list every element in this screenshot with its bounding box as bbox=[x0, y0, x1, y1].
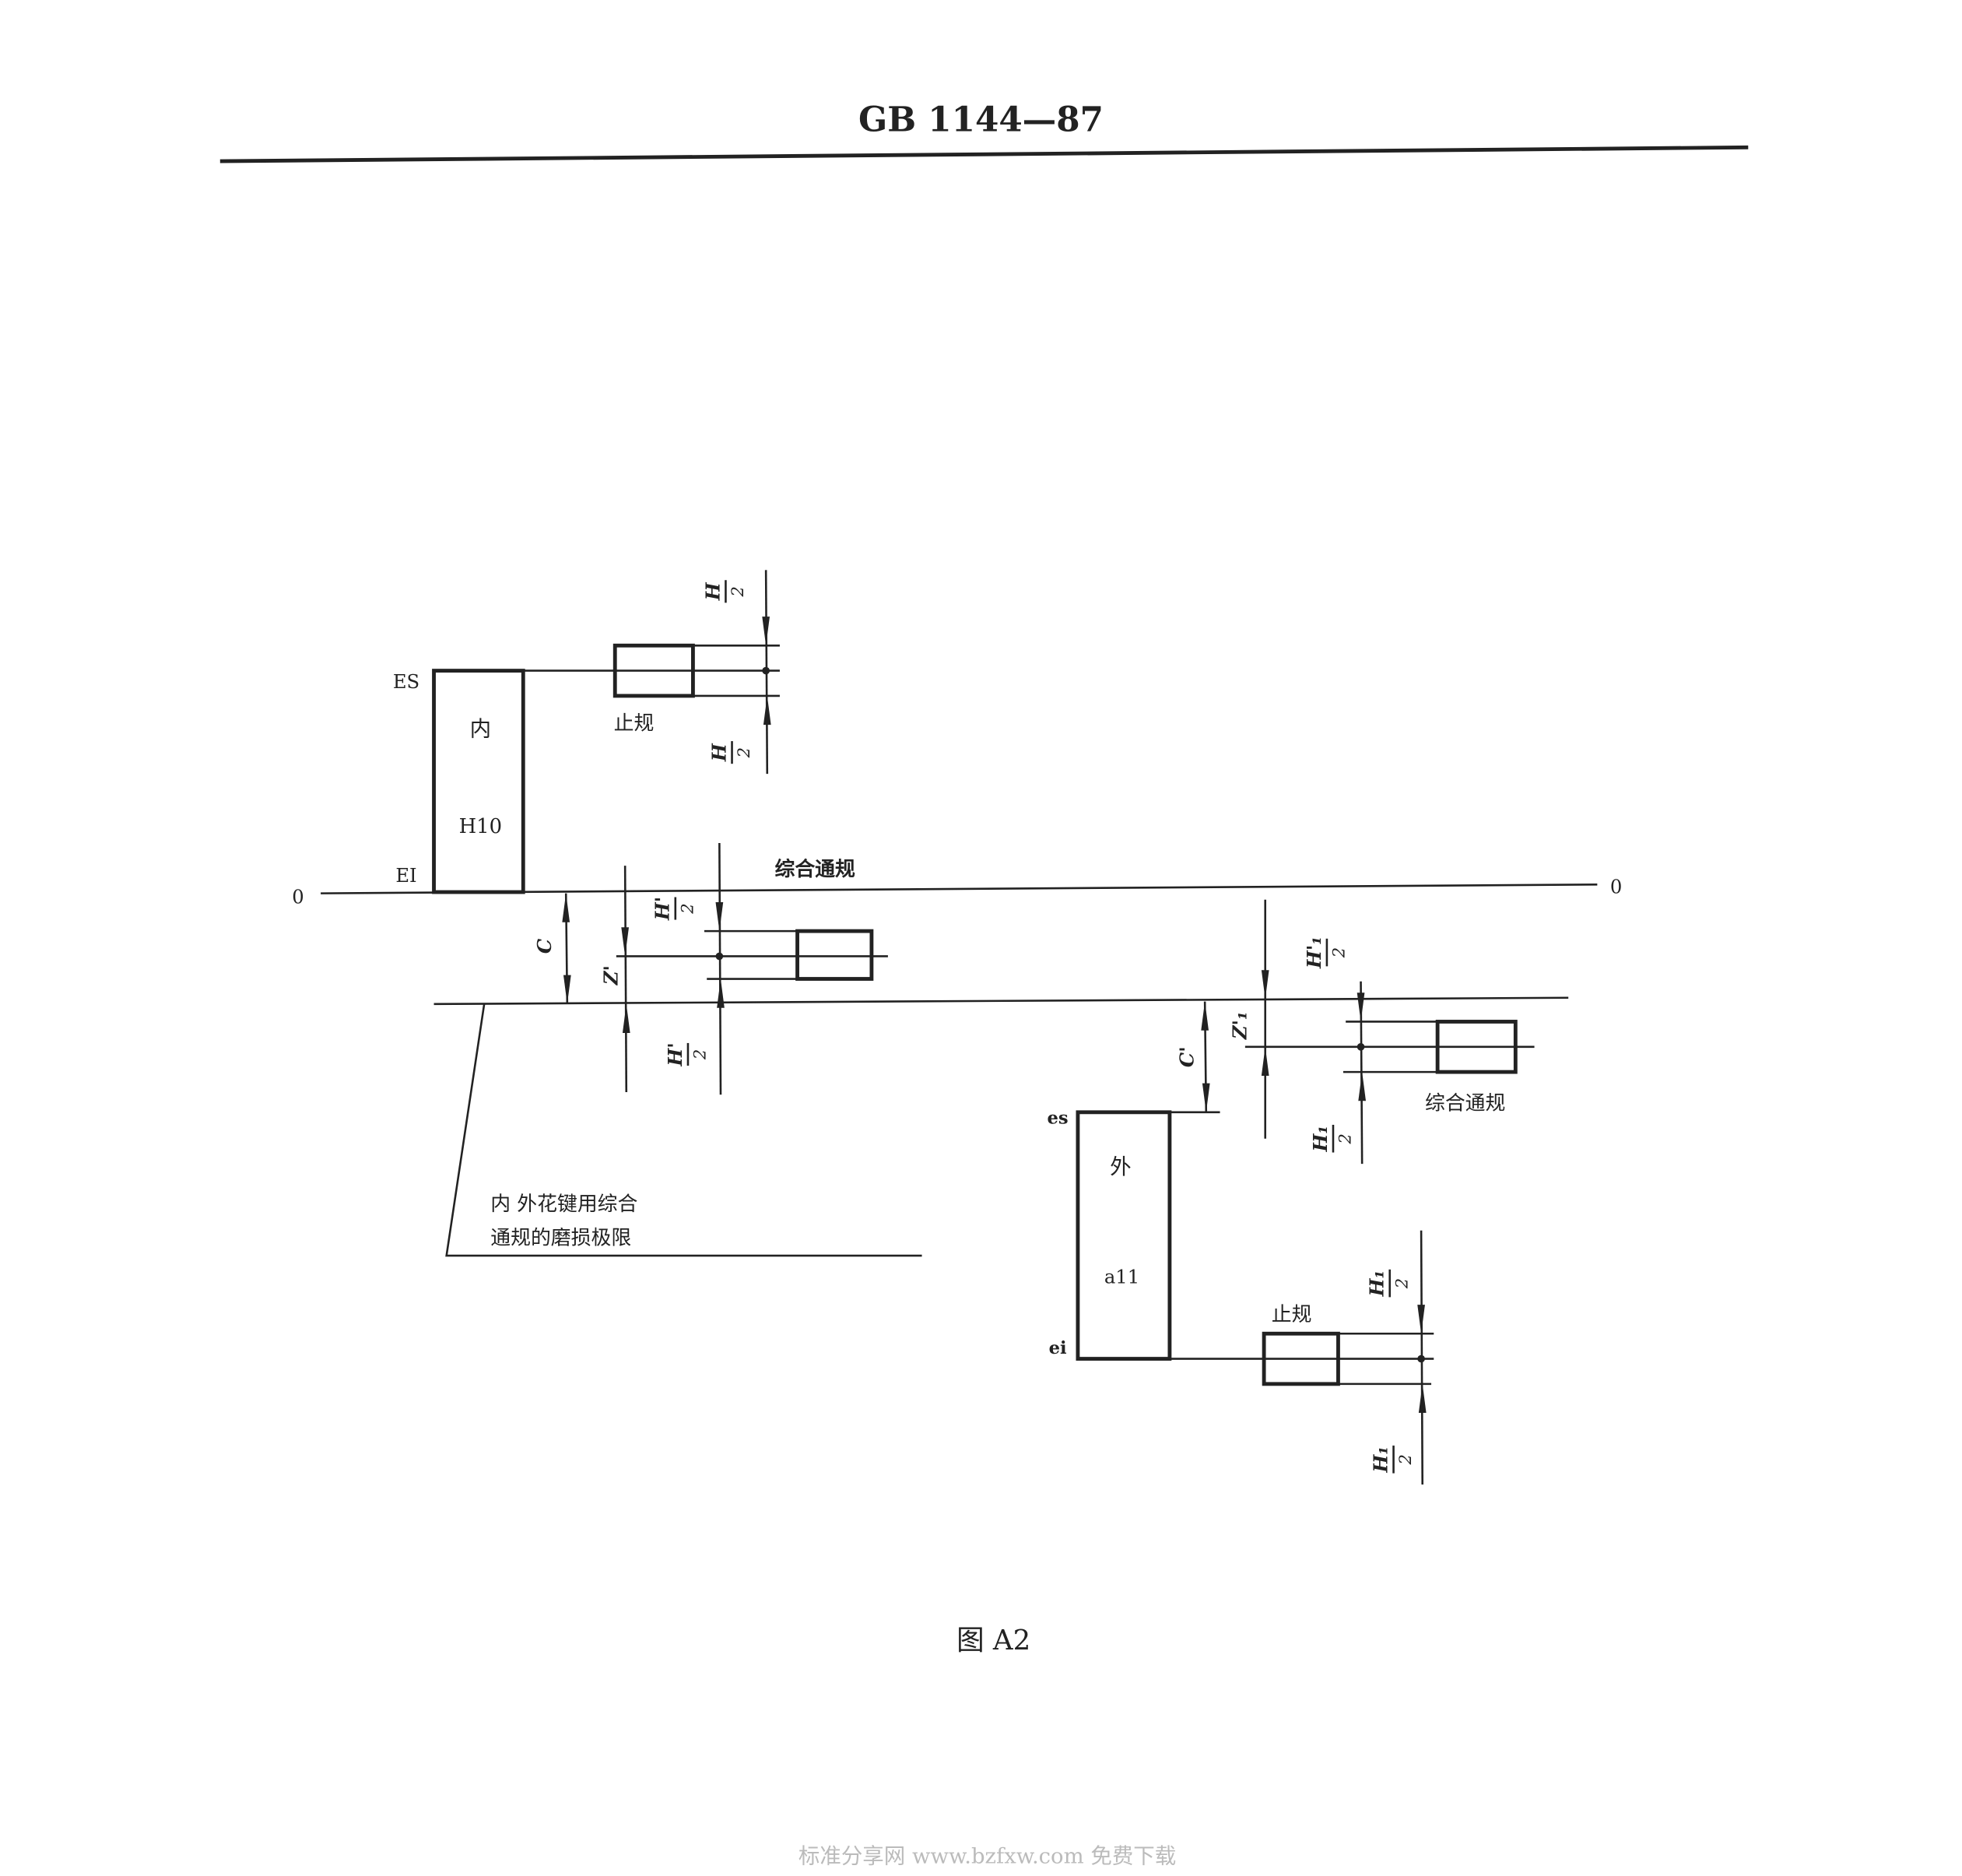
arrow-down bbox=[621, 927, 630, 957]
wear-limit-text-1: 内 外花键用综合 bbox=[490, 1193, 637, 1216]
hp-half-label-top: H' 2 bbox=[651, 897, 697, 921]
outer-nogo-label: 止规 bbox=[1272, 1303, 1312, 1326]
center-dot bbox=[1417, 1354, 1425, 1363]
h1-half-label-top: H₁ 2 bbox=[1366, 1269, 1411, 1298]
figure-caption: 图 A2 bbox=[956, 1625, 1030, 1656]
inner-tolerance: H10 bbox=[459, 815, 502, 838]
z-dim-line bbox=[623, 866, 628, 1092]
wear-limit-leader bbox=[445, 1003, 922, 1257]
outer-name: 外 bbox=[1110, 1155, 1131, 1179]
center-dot bbox=[1357, 1042, 1365, 1051]
zero-label-right: 0 bbox=[1610, 876, 1622, 898]
arrow-down bbox=[1261, 970, 1269, 999]
arrow-down bbox=[762, 617, 770, 646]
inner-nogo-gauge bbox=[612, 643, 695, 698]
inner-tolerance-box bbox=[432, 669, 525, 894]
svg-text:2: 2 bbox=[728, 586, 747, 597]
svg-text:H'₁: H'₁ bbox=[1303, 936, 1325, 969]
arrow-up bbox=[1261, 1046, 1269, 1076]
svg-text:2: 2 bbox=[691, 1049, 710, 1060]
outer-tolerance-box bbox=[1076, 1110, 1172, 1361]
wear-limit-text-2: 通规的磨损极限 bbox=[490, 1227, 631, 1250]
header-rule bbox=[219, 145, 1749, 163]
zero-label-left: 0 bbox=[292, 886, 304, 908]
arrow-up bbox=[1418, 1383, 1427, 1414]
c1-label: C' bbox=[1176, 1046, 1199, 1067]
watermark: 标准分享网 www.bzfxw.com 免费下载 bbox=[798, 1845, 1176, 1869]
svg-text:H₁: H₁ bbox=[1309, 1126, 1332, 1153]
svg-text:2: 2 bbox=[1396, 1454, 1415, 1465]
arrow-down bbox=[1357, 992, 1365, 1022]
svg-text:H: H bbox=[701, 581, 724, 601]
standard-title: GB 1144—87 bbox=[858, 100, 1104, 139]
svg-text:2: 2 bbox=[1336, 1133, 1355, 1144]
svg-text:H₁: H₁ bbox=[1366, 1270, 1388, 1298]
center-dot bbox=[762, 666, 770, 675]
inner-go-label: 综合通规 bbox=[774, 857, 855, 881]
outer-ei-label: ei bbox=[1049, 1338, 1067, 1358]
h-half-label-bottom: H 2 bbox=[707, 741, 753, 764]
h1p-half-label: H'₁ 2 bbox=[1303, 936, 1349, 969]
svg-text:2: 2 bbox=[1330, 947, 1349, 958]
svg-text:2: 2 bbox=[735, 747, 753, 758]
svg-text:H': H' bbox=[664, 1042, 686, 1066]
arrow-up bbox=[622, 1003, 630, 1034]
c-label: C bbox=[533, 938, 556, 954]
arrow-up bbox=[1201, 1001, 1209, 1031]
svg-text:H₁: H₁ bbox=[1369, 1446, 1392, 1474]
arrow-down bbox=[715, 901, 724, 932]
wear-limit-line bbox=[433, 996, 1569, 1006]
inner-nogo-label: 止规 bbox=[614, 712, 655, 736]
outer-go-gauge bbox=[1435, 1020, 1518, 1074]
inner-es-label: ES bbox=[393, 670, 419, 693]
arrow-down bbox=[1202, 1083, 1210, 1112]
outer-go-label: 综合通规 bbox=[1425, 1092, 1505, 1115]
inner-go-gauge bbox=[795, 929, 874, 981]
outer-nogo-gauge bbox=[1262, 1331, 1340, 1386]
arrow-up bbox=[1358, 1072, 1367, 1101]
outer-es-label: es bbox=[1048, 1108, 1069, 1128]
z1-label: Z'₁ bbox=[1228, 1011, 1251, 1040]
center-dot bbox=[715, 952, 724, 961]
svg-text:2: 2 bbox=[678, 903, 697, 914]
svg-text:H': H' bbox=[651, 897, 674, 921]
arrow-up bbox=[562, 893, 570, 922]
inner-name: 内 bbox=[470, 718, 491, 742]
outer-tolerance: a11 bbox=[1104, 1266, 1139, 1288]
h-half-label-top: H 2 bbox=[701, 580, 747, 603]
inner-ei-label: EI bbox=[395, 864, 416, 887]
h1-half-label-bottom: H₁ 2 bbox=[1369, 1446, 1415, 1474]
arrow-up bbox=[717, 978, 725, 1008]
arrow-down bbox=[1417, 1305, 1425, 1334]
svg-text:H: H bbox=[707, 743, 730, 762]
svg-text:2: 2 bbox=[1392, 1278, 1411, 1289]
hp-dim-line bbox=[718, 842, 722, 1095]
h1-half-label: H₁ 2 bbox=[1309, 1124, 1355, 1153]
z-label: Z' bbox=[599, 965, 622, 985]
arrow-up bbox=[763, 695, 771, 725]
arrow-down bbox=[563, 975, 571, 1004]
hp-half-label-bottom: H' 2 bbox=[664, 1042, 710, 1066]
zero-line bbox=[321, 884, 1598, 894]
